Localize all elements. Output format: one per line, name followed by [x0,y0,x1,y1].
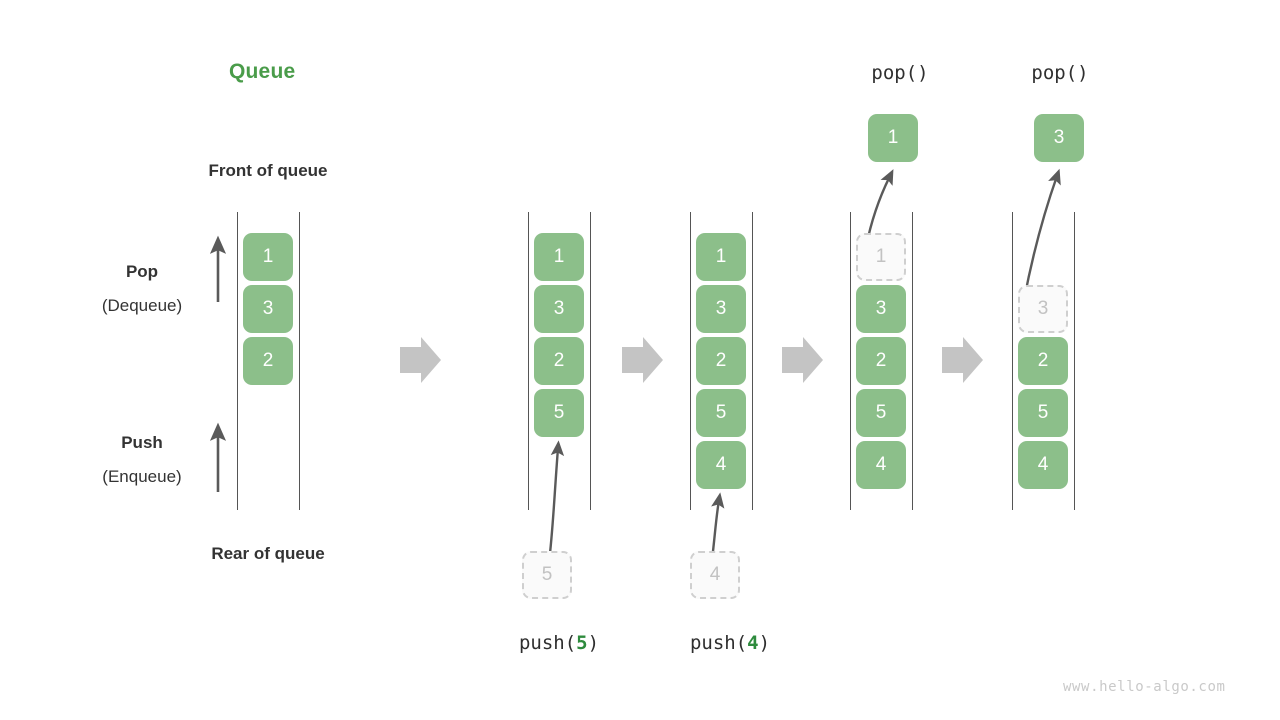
queue-element: 4 [696,441,746,489]
rail-right [752,212,753,510]
queue-panel-push5: 1 3 2 5 [528,212,591,510]
queue-element: 5 [534,389,584,437]
rail-right [1074,212,1075,510]
incoming-element-4: 4 [690,551,740,599]
queue-element-removed: 3 [1018,285,1068,333]
queue-element-removed: 1 [856,233,906,281]
queue-panel-pop3: 3 2 5 4 [1012,212,1075,510]
caption-push5: push(5) [518,632,600,654]
push-label: Push [121,433,163,452]
flow-arrow-2 [622,337,663,383]
front-of-queue-label: Front of queue [208,161,328,180]
rail-left [237,212,238,510]
rail-left [850,212,851,510]
queue-panel-push4: 1 3 2 5 4 [690,212,753,510]
queue-element: 2 [696,337,746,385]
rail-right [299,212,300,510]
top-label-pop1: pop() [871,62,929,84]
rail-left [1012,212,1013,510]
rail-right [912,212,913,510]
queue-element: 2 [534,337,584,385]
queue-element: 3 [243,285,293,333]
flow-arrow-3 [782,337,823,383]
incoming-element-5: 5 [522,551,572,599]
page-title: Queue [229,60,296,83]
pop-sublabel: (Dequeue) [101,296,183,315]
caption-arg: 4 [747,632,759,654]
queue-element: 5 [856,389,906,437]
caption-op: push [689,632,736,654]
queue-element: 2 [243,337,293,385]
queue-element: 1 [534,233,584,281]
caption-arg: 5 [576,632,588,654]
queue-element: 4 [856,441,906,489]
pop-label: Pop [125,262,159,281]
queue-panel-pop1: 1 3 2 5 4 [850,212,913,510]
queue-element: 5 [1018,389,1068,437]
rail-left [528,212,529,510]
queue-panel-initial: 1 3 2 [237,212,300,510]
rear-of-queue-label: Rear of queue [211,544,325,563]
flow-arrow-4 [942,337,983,383]
queue-element: 1 [243,233,293,281]
popped-element-3: 3 [1034,114,1084,162]
queue-element: 1 [696,233,746,281]
queue-element: 4 [1018,441,1068,489]
flow-arrow-1 [400,337,441,383]
popped-element-1: 1 [868,114,918,162]
queue-element: 3 [696,285,746,333]
push-sublabel: (Enqueue) [102,467,182,486]
rail-left [690,212,691,510]
caption-op: push [518,632,565,654]
watermark: www.hello-algo.com [1063,679,1226,695]
queue-element: 5 [696,389,746,437]
caption-push4: push(4) [689,632,771,654]
rail-right [590,212,591,510]
queue-element: 3 [534,285,584,333]
queue-element: 2 [856,337,906,385]
top-label-pop3: pop() [1031,62,1089,84]
queue-element: 2 [1018,337,1068,385]
queue-element: 3 [856,285,906,333]
